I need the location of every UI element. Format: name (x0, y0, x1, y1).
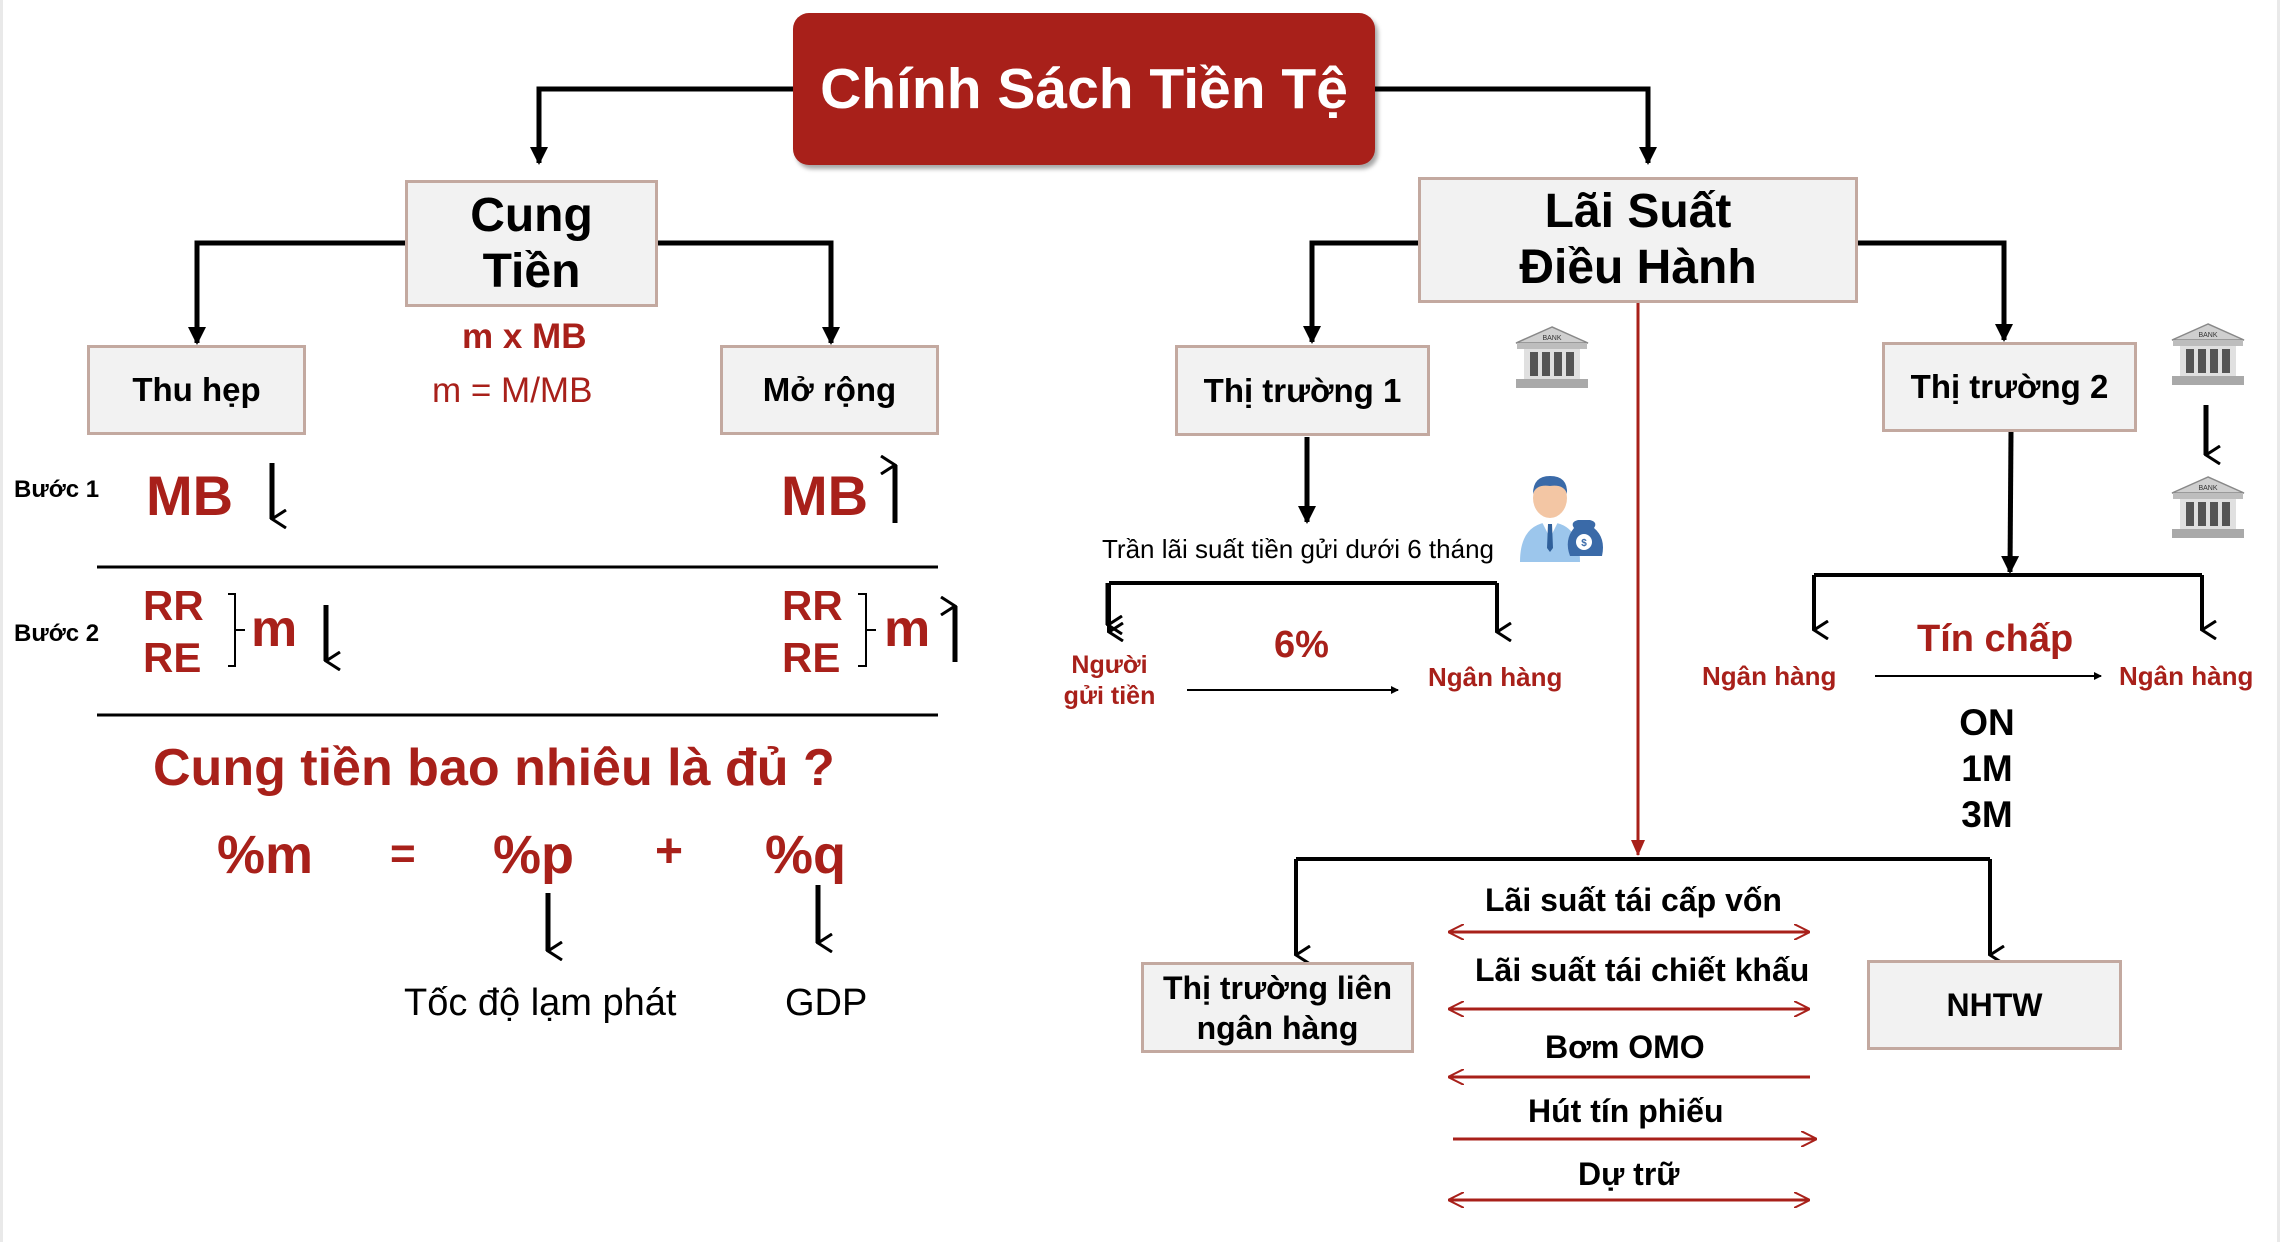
market1-label: Thị trường 1 (1203, 371, 1402, 409)
question-text: Cung tiền bao nhiêu là đủ ? (153, 739, 835, 797)
money-supply-box: Cung Tiền (405, 180, 658, 307)
terms-list: ON 1M 3M (1950, 700, 2024, 838)
title-box: Chính Sách Tiền Tệ (793, 13, 1375, 165)
right-edge (2277, 0, 2280, 1242)
bank-icon: BANK (1515, 326, 1589, 388)
bank-label-left: Ngân hàng (1702, 661, 1837, 691)
tool-refinancing-rate: Lãi suất tái cấp vốn (1485, 882, 1782, 918)
term-item: 1M (1961, 748, 2013, 789)
term-item: 3M (1961, 794, 2013, 835)
tool-reserves: Dự trữ (1578, 1156, 1680, 1192)
depositor-person-icon: $ (1520, 476, 1603, 562)
interbank-line1: Thị trường liên (1162, 969, 1392, 1006)
gdp-label: GDP (785, 982, 868, 1024)
interbank-line2: ngân hàng (1196, 1009, 1359, 1046)
term-item: ON (1959, 702, 2015, 743)
left-edge (0, 0, 3, 1242)
eq-equals: = (390, 829, 416, 878)
tool-omo-injection: Bơm OMO (1545, 1029, 1705, 1065)
svg-text:$: $ (1581, 538, 1587, 549)
central-bank-box: NHTW (1867, 960, 2122, 1050)
deposit-cap-text: Trần lãi suất tiền gửi dưới 6 tháng (1102, 534, 1494, 564)
policy-rate-title-line1: Lãi Suất (1544, 185, 1732, 238)
tool-rediscount-rate: Lãi suất tái chiết khấu (1475, 952, 1810, 988)
rr-contract: RR (143, 582, 204, 629)
re-contract: RE (143, 634, 202, 681)
step2-label: Bước 2 (14, 620, 100, 647)
bank-label-right: Ngân hàng (2119, 661, 2254, 691)
bank-icon: BANK (2171, 476, 2245, 538)
depositor-label: Người gửi tiền (1062, 650, 1157, 712)
contract-box: Thu hẹp (87, 345, 306, 435)
eq-q: %q (765, 825, 846, 885)
market1-box: Thị trường 1 (1175, 345, 1430, 436)
rate-6-percent: 6% (1274, 624, 1329, 666)
re-expand: RE (782, 634, 841, 681)
money-supply-title-line2: Tiền (482, 244, 581, 298)
step1-label: Bước 1 (14, 476, 100, 503)
bank-icon-text: BANK (2198, 485, 2217, 492)
unsecured-label: Tín chấp (1917, 618, 2074, 660)
tool-bill-absorption: Hút tín phiếu (1528, 1093, 1724, 1129)
expand-label: Mở rộng (762, 371, 897, 408)
bank-icon: BANK (2171, 323, 2245, 385)
formula-m-ratio: m = M/MB (432, 371, 593, 410)
bank-label-market1: Ngân hàng (1428, 662, 1563, 692)
market2-label: Thị trường 2 (1910, 368, 2109, 405)
market2-box: Thị trường 2 (1882, 342, 2137, 432)
central-bank-label: NHTW (1946, 986, 2043, 1023)
contract-label: Thu hẹp (132, 371, 261, 408)
policy-rate-box: Lãi Suất Điều Hành (1418, 177, 1858, 303)
interbank-box: Thị trường liên ngân hàng (1141, 962, 1414, 1053)
policy-rate-title-line2: Điều Hành (1519, 241, 1757, 294)
inflation-label: Tốc độ lạm phát (404, 982, 677, 1024)
eq-m: %m (217, 825, 314, 885)
expand-box: Mở rộng (720, 345, 939, 435)
rr-expand: RR (782, 582, 843, 629)
depositor-line2: gửi tiền (1063, 682, 1156, 710)
m-expand: m (884, 600, 931, 658)
formula-mxmb: m x MB (462, 317, 587, 356)
bank-icon-text: BANK (2198, 332, 2217, 339)
money-supply-title-line1: Cung (470, 188, 593, 242)
depositor-line1: Người (1071, 651, 1148, 679)
m-contract: m (251, 600, 298, 658)
mb-contract: MB (146, 464, 234, 527)
eq-p: %p (493, 825, 574, 885)
bank-icon-text: BANK (1542, 335, 1561, 342)
eq-plus: + (655, 825, 684, 878)
mb-expand: MB (781, 464, 869, 527)
main-title: Chính Sách Tiền Tệ (820, 57, 1348, 121)
